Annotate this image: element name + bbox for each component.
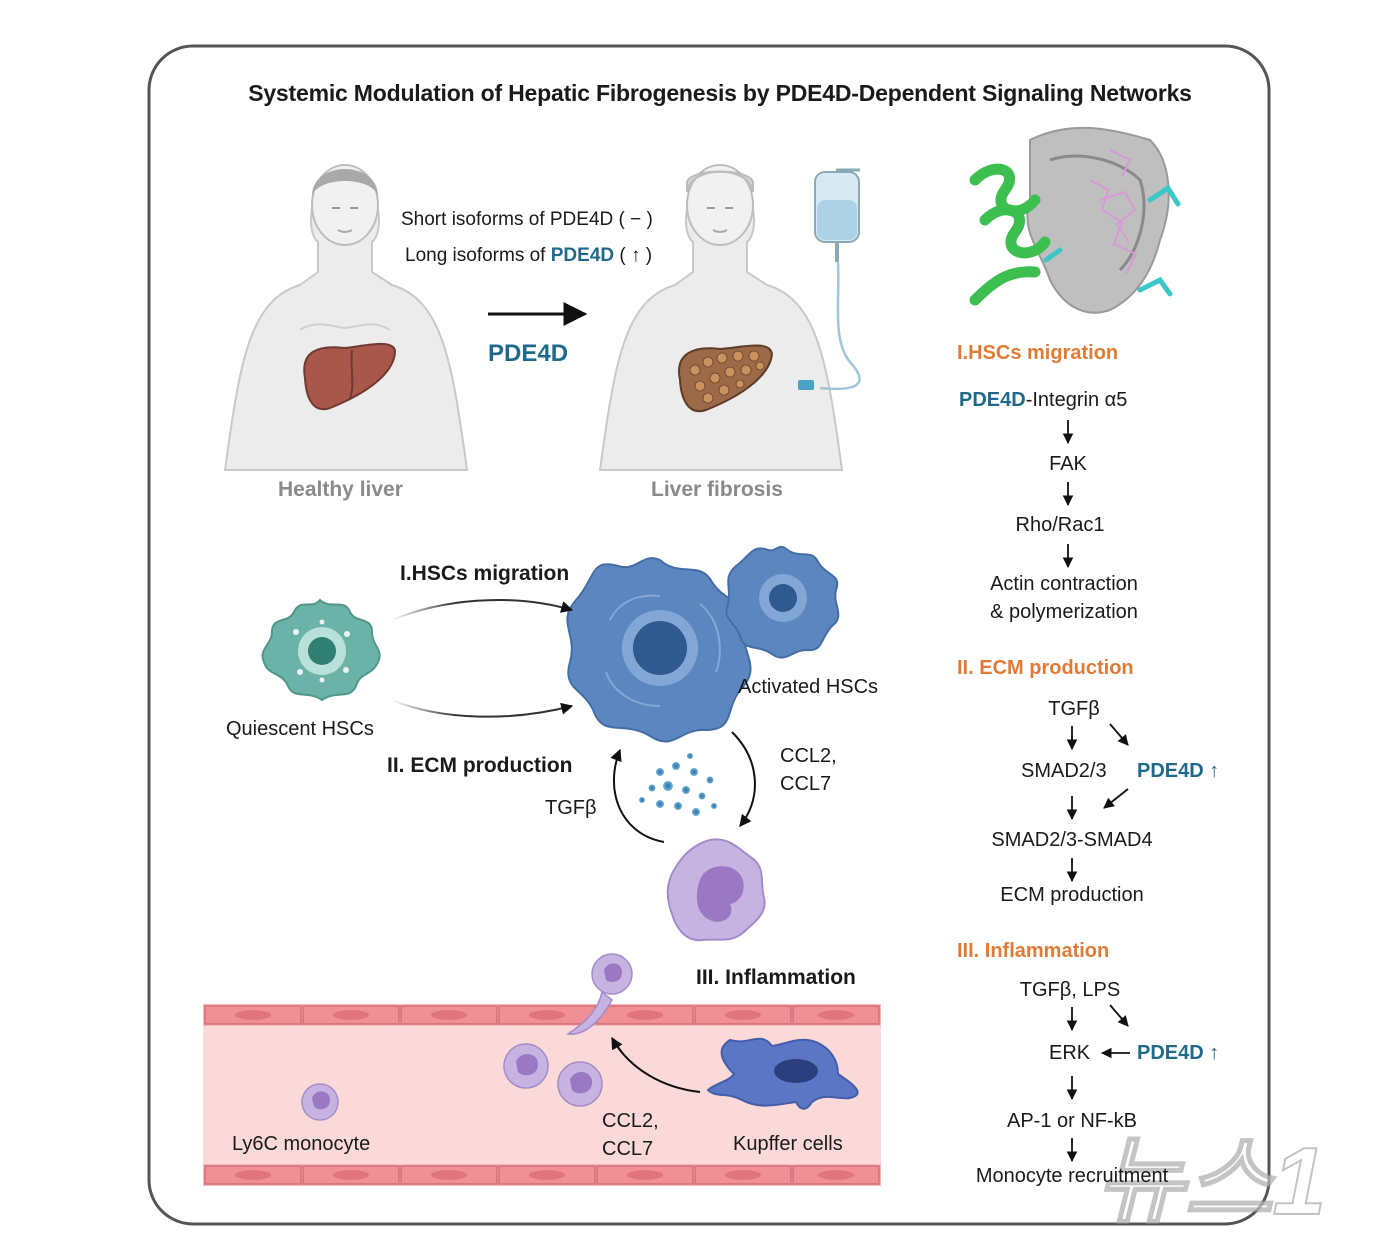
watermark: 뉴스1 bbox=[1096, 1128, 1326, 1235]
healthy-body-icon bbox=[223, 164, 469, 471]
macrophage-icon bbox=[666, 838, 766, 942]
transmigrating-monocyte-icon bbox=[565, 953, 633, 1035]
pathway-inflammation-heading: III. Inflammation bbox=[957, 940, 1110, 962]
protein-structure-icon bbox=[969, 126, 1181, 314]
pathway-integrin-suffix: -Integrin α5 bbox=[1025, 389, 1128, 411]
monocyte-icon bbox=[301, 1043, 603, 1121]
cytokine-dots bbox=[639, 753, 717, 816]
vessel-ccl-label-1: CCL2, bbox=[602, 1110, 659, 1132]
fibrotic-body-icon bbox=[598, 164, 844, 471]
pathway-integrin-node: PDE4D-Integrin α5 bbox=[959, 389, 1127, 412]
ecm-production-label: II. ECM production bbox=[387, 754, 573, 777]
migration-arrow bbox=[391, 599, 574, 621]
pathway-erk-node: ERK bbox=[1049, 1042, 1091, 1064]
liver-fibrosis-caption: Liver fibrosis bbox=[651, 478, 783, 501]
pathway-fak-node: FAK bbox=[1049, 453, 1087, 475]
pathway-tgfb-lps-node: TGFβ, LPS bbox=[1019, 979, 1121, 1001]
pathway-ecm-output-node: ECM production bbox=[1000, 884, 1144, 906]
long-isoforms-label: Long isoforms of PDE4D ( ↑ ) bbox=[405, 245, 652, 267]
pathway-monocyte-recruitment-node: Monocyte recruitment bbox=[975, 1165, 1169, 1187]
long-isoforms-gene: PDE4D bbox=[550, 245, 615, 266]
activated-hsc-icon bbox=[566, 545, 840, 743]
quiescent-hsc-label: Quiescent HSCs bbox=[226, 718, 374, 740]
long-isoforms-suffix: ( ↑ ) bbox=[614, 245, 653, 266]
figure-title: Systemic Modulation of Hepatic Fibrogene… bbox=[248, 80, 1192, 106]
healthy-liver-icon bbox=[303, 342, 397, 411]
iv-bag-icon bbox=[798, 168, 861, 391]
tgfb-loop-label: TGFβ bbox=[545, 797, 597, 819]
pathway-actin-node-2: & polymerization bbox=[990, 601, 1138, 623]
kupffer-cells-label: Kupffer cells bbox=[733, 1133, 843, 1155]
pathway-ap1-node: AP-1 or NF-kB bbox=[1006, 1110, 1138, 1132]
short-isoforms-label: Short isoforms of PDE4D ( − ) bbox=[401, 209, 653, 230]
quiescent-hsc-icon bbox=[261, 598, 381, 702]
kupffer-recruit-arrow bbox=[611, 1036, 701, 1093]
pathway-smad-complex-node: SMAD2/3-SMAD4 bbox=[991, 829, 1153, 851]
pathway-rho-node: Rho/Rac1 bbox=[1015, 514, 1105, 536]
pathway-arrows bbox=[1062, 420, 1130, 1163]
hsc-migration-label: I.HSCs migration bbox=[400, 562, 570, 585]
healthy-liver-caption: Healthy liver bbox=[278, 478, 403, 501]
pathway-ecm-tgfb-node: TGFβ bbox=[1048, 698, 1100, 720]
tgfb-loop-arrow bbox=[610, 748, 665, 843]
ly6c-monocyte-label: Ly6C monocyte bbox=[232, 1133, 371, 1155]
vessel-ccl-label-2: CCL7 bbox=[602, 1138, 654, 1160]
activated-hsc-label: Activated HSCs bbox=[738, 676, 879, 698]
ecm-arrow bbox=[391, 699, 574, 718]
fibrotic-liver-icon bbox=[678, 344, 774, 413]
ccl-loop-label-2: CCL7 bbox=[780, 773, 832, 795]
pathway-ecm-pde4d-node: PDE4D ↑ bbox=[1137, 760, 1220, 782]
pathway-actin-node-1: Actin contraction bbox=[990, 573, 1138, 595]
long-isoforms-prefix: Long isoforms of bbox=[405, 245, 551, 266]
pde4d-arrow-label: PDE4D bbox=[488, 340, 569, 367]
inflammation-label: III. Inflammation bbox=[696, 966, 856, 989]
pathway-migration-heading: I.HSCs migration bbox=[957, 342, 1119, 364]
pathway-integrin-gene: PDE4D bbox=[959, 389, 1026, 411]
pathway-inflammation-pde4d-node: PDE4D ↑ bbox=[1137, 1042, 1220, 1064]
kupffer-cell-icon bbox=[706, 1037, 859, 1110]
pathway-ecm-heading: II. ECM production bbox=[957, 657, 1134, 679]
ccl-loop-label-1: CCL2, bbox=[780, 745, 837, 767]
pathway-smad-node: SMAD2/3 bbox=[1021, 760, 1107, 782]
ccl-loop-arrow bbox=[731, 731, 756, 827]
